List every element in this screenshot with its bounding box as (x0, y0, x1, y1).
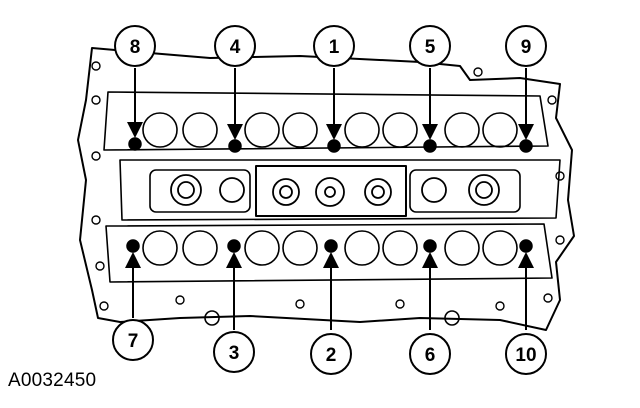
top-callouts: 8 4 1 5 9 (114, 25, 547, 140)
svg-text:10: 10 (515, 345, 536, 366)
bolt-2 (324, 239, 338, 253)
mounting-holes (91, 61, 565, 311)
svg-text:2: 2 (326, 345, 337, 366)
bolt-1 (327, 139, 341, 153)
svg-text:5: 5 (425, 37, 436, 58)
callout-5: 5 (409, 25, 451, 140)
bolt-8 (128, 137, 142, 151)
svg-text:6: 6 (425, 345, 436, 366)
svg-text:4: 4 (230, 37, 241, 58)
upper-valve-pockets (142, 112, 518, 148)
callout-3: 3 (213, 252, 255, 373)
bolt-7 (126, 239, 140, 253)
lower-valve-pockets (142, 230, 518, 266)
callout-2: 2 (310, 252, 352, 375)
callout-7: 7 (112, 252, 154, 361)
svg-text:8: 8 (130, 37, 141, 58)
callout-8: 8 (114, 25, 156, 138)
bolt-3 (227, 239, 241, 253)
callout-1: 1 (313, 25, 355, 140)
external-bolts (204, 310, 460, 326)
svg-text:9: 9 (521, 37, 532, 58)
figure-id-label: A0032450 (8, 370, 97, 391)
bolt-4 (228, 139, 242, 153)
cylinder-head-outline (77, 47, 575, 331)
callout-6: 6 (409, 252, 451, 375)
bolt-9 (519, 139, 533, 153)
callout-4: 4 (214, 25, 256, 140)
bolt-6 (423, 239, 437, 253)
head-bolts (126, 137, 533, 253)
callout-9: 9 (505, 25, 547, 140)
center-ports (170, 174, 500, 207)
svg-text:7: 7 (128, 331, 139, 352)
bottom-callouts: 7 3 2 6 10 (112, 252, 547, 375)
bolt-10 (519, 239, 533, 253)
svg-text:3: 3 (229, 343, 240, 364)
svg-text:1: 1 (329, 37, 340, 58)
bolt-5 (423, 139, 437, 153)
callout-10: 10 (505, 252, 547, 375)
